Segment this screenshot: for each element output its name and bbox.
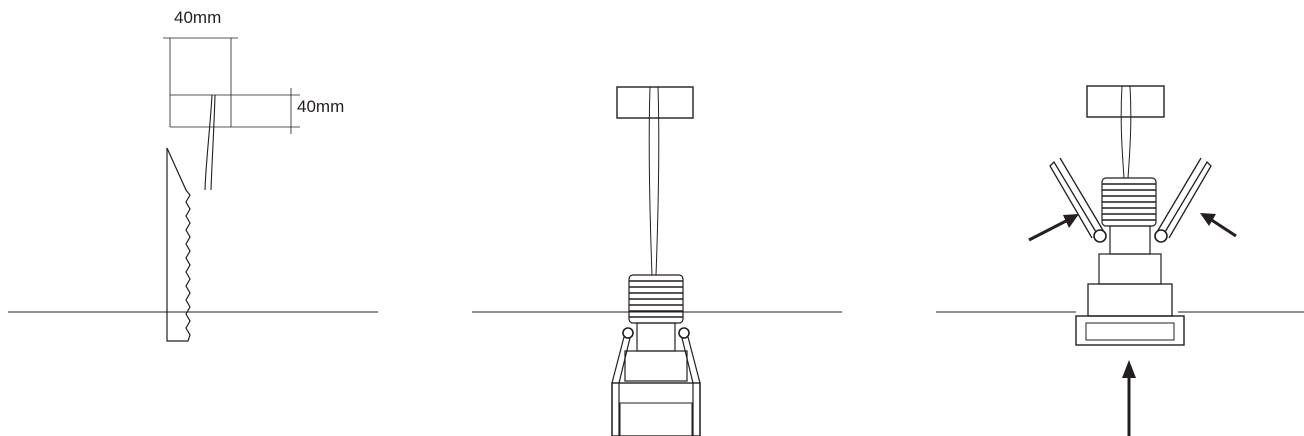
- downlight-icon: [611, 322, 701, 436]
- wires-step-1: [204, 94, 216, 191]
- hole-width-dimension: 40mm: [163, 8, 238, 127]
- driver-coil-step-2: [628, 274, 684, 324]
- wires-step-3: [1120, 85, 1132, 179]
- hole-height-label: 40mm: [297, 97, 344, 116]
- saw-icon: [166, 147, 191, 342]
- junction-box-icon: [616, 86, 694, 119]
- wires-step-2: [648, 86, 660, 276]
- spring-clip-icon: [1049, 157, 1212, 243]
- junction-box-icon-3: [1086, 85, 1165, 118]
- arrow-icon-right: [1200, 213, 1237, 238]
- step-3-push-fixture: [936, 85, 1304, 436]
- step-2-insert-fixture: [472, 86, 842, 436]
- arrow-icon-up: [1122, 360, 1136, 436]
- hole-width-label: 40mm: [174, 8, 221, 27]
- driver-coil-step-3: [1101, 177, 1157, 227]
- step-1-cut-hole: 40mm 40mm: [8, 8, 378, 342]
- downlight-icon-3: [1075, 225, 1185, 346]
- arrow-icon: [1028, 214, 1079, 242]
- hole-height-dimension: 40mm: [170, 88, 344, 134]
